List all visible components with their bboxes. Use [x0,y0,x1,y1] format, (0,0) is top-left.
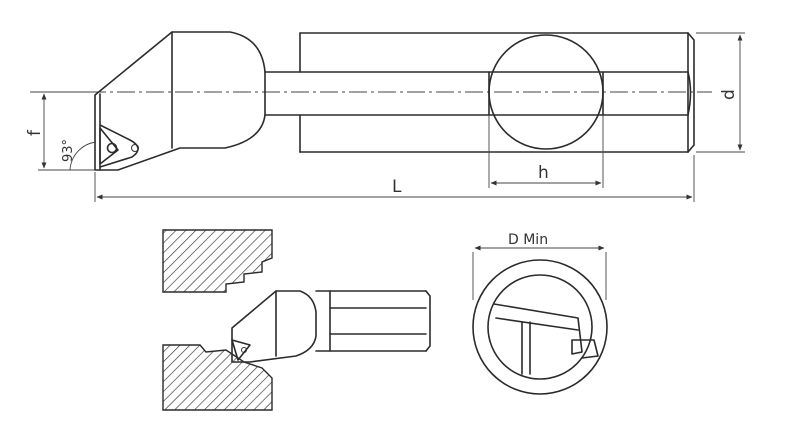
bore-section-view [162,229,431,411]
tool-head [94,31,266,171]
diameter-label: d [719,89,739,100]
workpiece-lower [162,344,273,411]
length-label: L [392,177,402,197]
angle-label: 93° [61,139,76,162]
bore-circle [472,259,608,395]
flat-height-label: h [538,163,549,183]
shank [264,32,695,153]
workpiece-upper [162,229,273,293]
dimension-offset: f [25,91,95,171]
dimension-flat-height: h [488,115,604,188]
min-bore-label: D Min [508,232,548,248]
dimension-length: L [94,155,695,202]
tool-in-bore [231,290,431,363]
dimension-angle: 93° [61,139,97,171]
side-view: L h d f 93° [25,31,745,202]
offset-label: f [25,129,45,136]
bar-circle [487,274,593,380]
end-view: D Min [472,232,608,395]
dimension-diameter: d [696,32,745,153]
